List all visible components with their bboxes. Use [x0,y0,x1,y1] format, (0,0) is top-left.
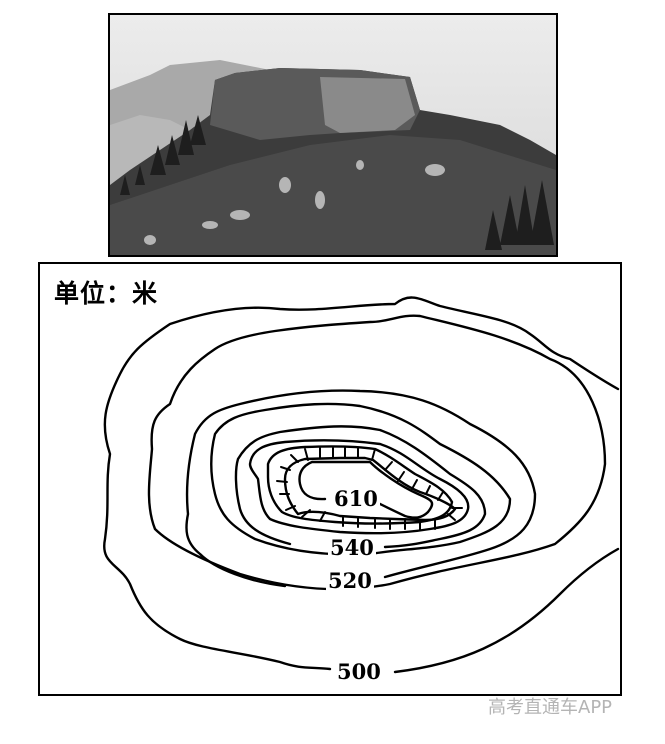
contour-530 [210,402,512,556]
contour-510 [147,314,607,591]
cliff-ticks [276,447,463,531]
contour-560 [266,445,454,525]
contour-label-500: 500 [335,659,383,684]
contour-500 [103,296,620,674]
contour-610 [298,460,434,519]
contour-540 [234,425,487,549]
watermark: 高考直通车APP [488,697,613,718]
contour-label-540: 540 [328,535,376,560]
contour-label-610: 610 [332,486,380,511]
unit-label: 单位：米 [54,279,159,308]
contour-550 [248,439,470,535]
contour-520 [185,389,537,588]
mesa-photo [108,13,558,257]
contour-lines [103,296,620,674]
mesa-photo-image [110,15,556,255]
contour-label-520: 520 [326,568,374,593]
contour-map: 单位：米 610 540 520 500 [38,262,622,696]
